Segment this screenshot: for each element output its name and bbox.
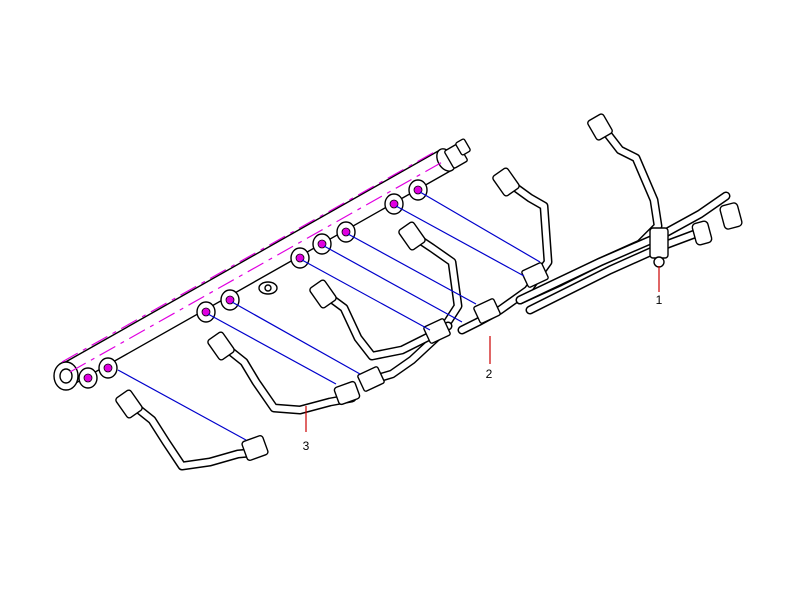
rail-outlet [384,193,404,215]
callout-3: 3 [303,406,310,453]
pipe-connector [473,298,501,324]
rail-outlet [78,367,98,389]
pressure-sensor [444,138,471,169]
rail-outlet [98,357,118,379]
injection-pipe [367,221,463,385]
callout-1: 1 [656,266,663,307]
callout-label-2: 2 [486,367,493,381]
callout-2: 2 [486,336,493,381]
rail-bracket [258,281,278,295]
pipe-connector [357,366,385,392]
rail-outlet [196,301,216,323]
rail-outlet [336,221,356,243]
pipe-connector [521,262,549,288]
injection-pipe [207,331,361,415]
pipe-clip [649,227,669,268]
rail-outlet [220,289,240,311]
injection-pipe [115,389,269,471]
callout-label-3: 3 [303,439,310,453]
rail-outlet [290,247,310,269]
rail-outlet [408,179,428,201]
return-line [515,191,743,315]
common-rail [53,138,471,391]
rail-centerlines [61,149,447,373]
rail-end-plug [53,361,79,391]
callout-label-1: 1 [656,293,663,307]
rail-outlets [78,179,428,389]
fuel-pipes [115,113,743,471]
assembly-lines [117,191,541,441]
rail-outlet [312,233,332,255]
pipe-connector [423,318,451,344]
